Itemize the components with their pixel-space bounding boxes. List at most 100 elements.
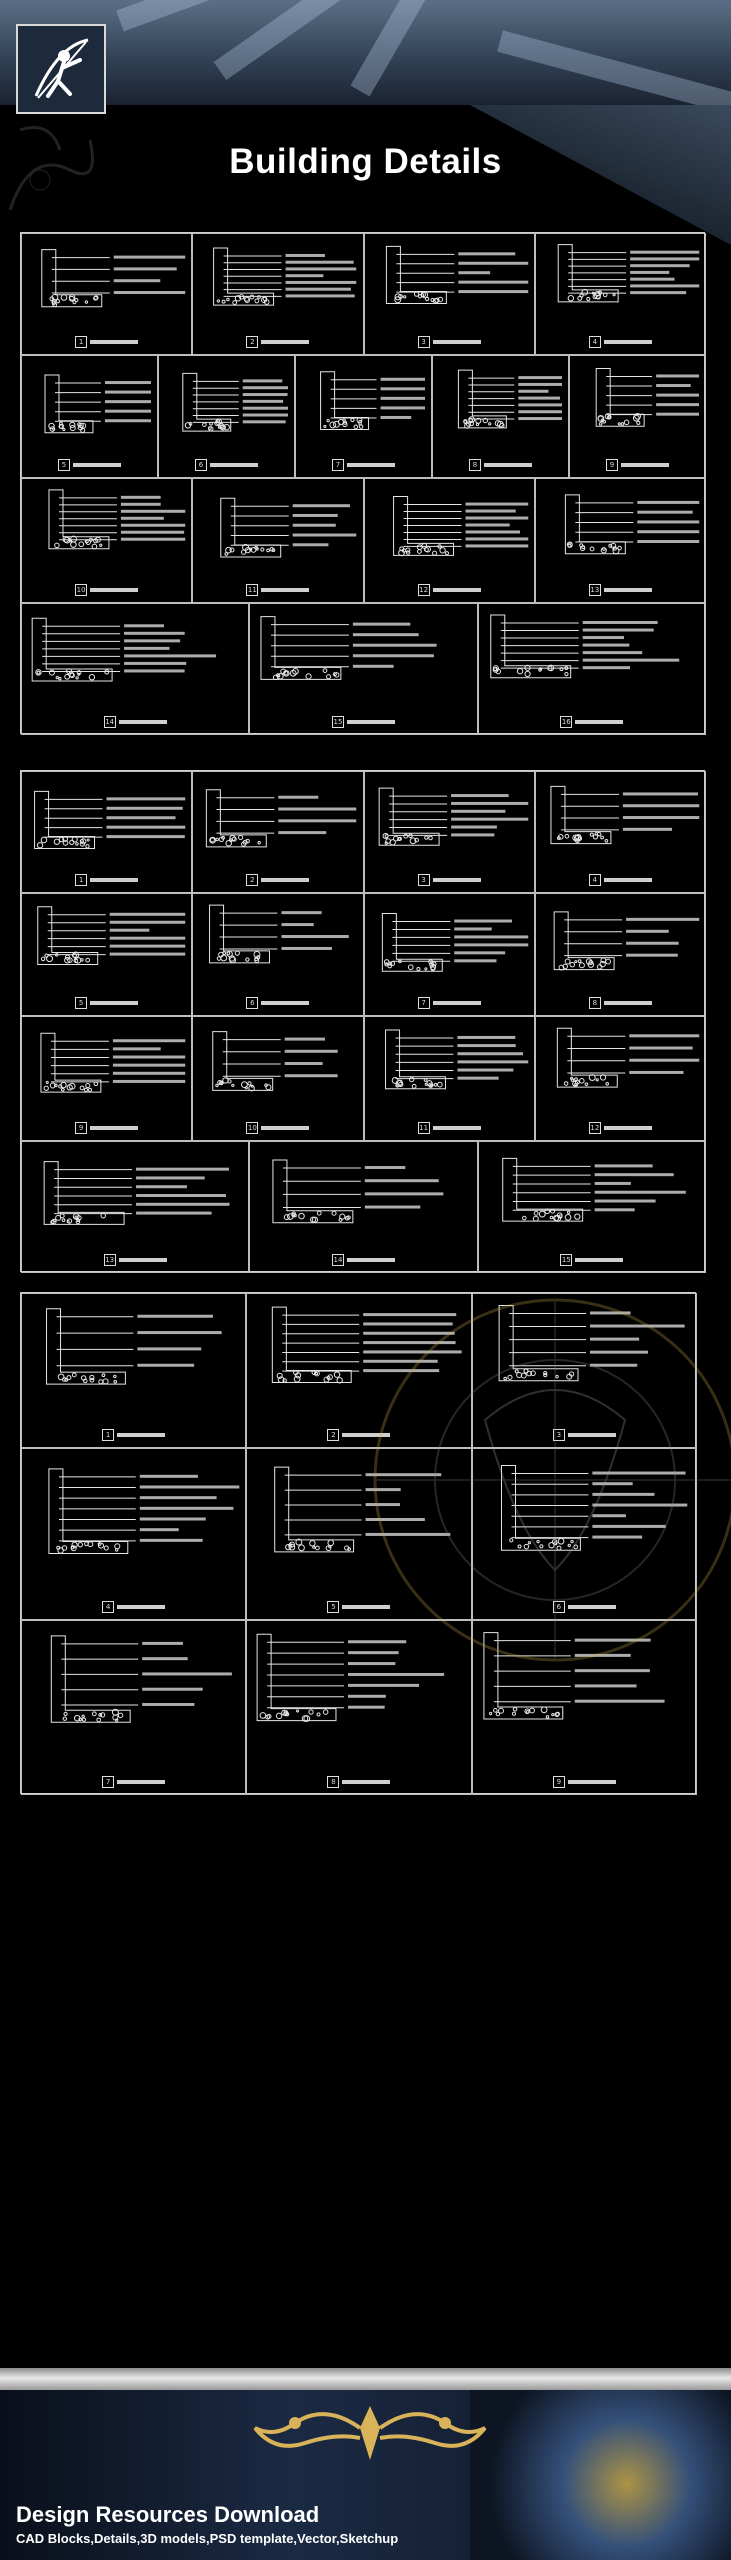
detail-drawing: 8 [432,355,569,478]
detail-caption: 15 [479,1254,705,1266]
detail-caption: 9 [473,1776,696,1788]
floral-pattern-icon [8,126,94,211]
detail-drawing: 15 [477,1141,706,1273]
detail-drawing: 9 [471,1620,697,1795]
cad-detail-graphic [40,1032,186,1093]
detail-drawing: 1 [21,1293,247,1448]
detail-drawing: 14 [249,1141,478,1273]
cad-detail-graphic [209,904,350,964]
detail-caption: 8 [536,997,705,1009]
detail-number-badge: 4 [588,874,601,886]
cad-detail-graphic [31,617,217,682]
cad-detail-graphic [564,494,699,555]
detail-caption: 7 [296,459,431,471]
cad-detail-graphic [556,1027,699,1088]
detail-number-badge: 4 [102,1601,115,1613]
header-banner [0,0,731,105]
detail-caption: 11 [193,584,362,596]
detail-drawing: 7 [295,355,432,478]
detail-drawing: 5 [21,355,158,478]
detail-drawing: 7 [21,1620,247,1795]
detail-drawing: 14 [21,603,250,735]
cad-detail-graphic [384,1029,528,1090]
footer-title: Design Resources Download [16,2502,320,2527]
cad-detail-graphic [182,372,288,432]
cad-detail-graphic [557,244,699,303]
cad-detail-graphic [206,789,357,848]
detail-drawing: 2 [246,1293,472,1448]
cad-detail-graphic [256,1633,445,1722]
cad-detail-graphic [553,911,699,971]
cad-detail-graphic [48,489,186,550]
cad-detail-graphic [50,1635,232,1723]
detail-caption: 9 [570,459,705,471]
cad-detail-graphic [43,1161,230,1225]
detail-caption: 14 [22,716,248,728]
detail-number-badge: 5 [327,1601,340,1613]
cad-detail-graphic [498,1304,685,1382]
detail-caption: 7 [22,1776,245,1788]
detail-number-badge: 7 [102,1776,115,1788]
detail-drawing: 12 [534,1016,706,1141]
cad-detail-graphic [34,790,186,850]
detail-caption: 3 [365,874,534,886]
detail-number-badge: 8 [327,1776,340,1788]
detail-drawing: 9 [21,1016,193,1141]
detail-drawing: 3 [363,771,535,893]
cad-detail-graphic [46,1308,222,1385]
detail-caption: 5 [22,997,191,1009]
cad-detail-graphic [272,1306,462,1384]
detail-number-badge: 15 [560,1254,573,1266]
detail-drawing: 11 [192,478,364,603]
detail-drawing: 8 [246,1620,472,1795]
detail-caption: 1 [22,1429,245,1441]
detail-drawing: 3 [471,1293,697,1448]
detail-number-badge: 2 [246,336,259,348]
detail-number-badge: 12 [417,584,430,596]
detail-number-badge: 7 [417,997,430,1009]
galaxy-image [470,2390,731,2560]
detail-number-badge: 10 [246,1122,259,1134]
cad-detail-graphic [274,1466,451,1553]
detail-drawing: 6 [158,355,295,478]
detail-drawing: 1 [21,771,193,893]
detail-drawing: 16 [477,603,706,735]
detail-number-badge: 5 [58,459,70,471]
detail-drawing: 13 [534,478,706,603]
archer-logo-icon [16,24,106,114]
cad-detail-graphic [501,1157,686,1222]
detail-number-badge: 8 [469,459,481,471]
cad-detail-graphic [220,497,357,558]
detail-caption: 7 [365,997,534,1009]
gold-ornament-icon [253,2406,487,2460]
detail-number-badge: 6 [246,997,259,1009]
detail-number-badge: 11 [417,1122,430,1134]
cad-detail-graphic [483,1632,665,1720]
detail-number-badge: 14 [331,1254,344,1266]
detail-number-badge: 2 [327,1429,340,1441]
detail-drawing: 15 [249,603,478,735]
detail-drawing: 3 [363,233,535,355]
detail-number-badge: 7 [332,459,344,471]
cad-detail-graphic [489,614,679,679]
detail-caption: 3 [473,1429,696,1441]
detail-drawing: 4 [534,771,706,893]
detail-number-badge: 1 [75,874,88,886]
detail-caption: 13 [22,1254,248,1266]
cad-detail-graphic [381,913,528,972]
detail-drawing: 1 [21,233,193,355]
detail-caption: 4 [536,336,705,348]
detail-caption: 13 [536,584,705,596]
cad-detail-graphic [212,1031,338,1092]
detail-number-badge: 3 [417,874,430,886]
detail-caption: 4 [536,874,705,886]
detail-number-badge: 16 [560,716,573,728]
detail-number-badge: 1 [102,1429,115,1441]
cad-detail-graphic [41,249,186,308]
detail-number-badge: 10 [75,584,88,596]
cad-detail-graphic [37,906,186,966]
compass-watermark-icon [373,1298,731,1662]
detail-number-badge: 3 [417,336,430,348]
detail-caption: 12 [536,1122,705,1134]
